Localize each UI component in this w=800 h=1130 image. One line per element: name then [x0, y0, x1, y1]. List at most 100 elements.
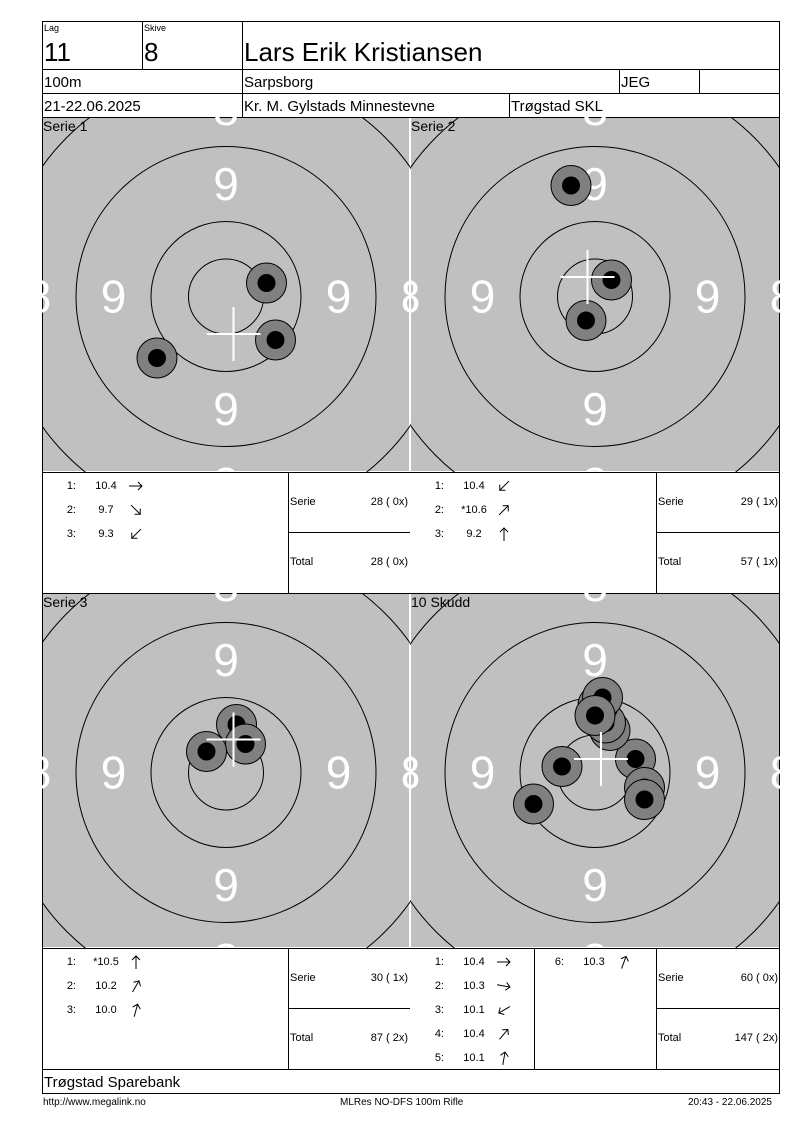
shot-row: 1: 10.4 [430, 480, 520, 496]
ring-label-9: 9 [470, 271, 496, 323]
direction-arrow-icon [497, 957, 511, 967]
ring-label-8: 8 [401, 271, 410, 323]
direction-arrow-icon [499, 480, 510, 491]
shot-row: 3:9.3 [62, 528, 152, 544]
event-name: Kr. M. Gylstads Minnestevne [244, 98, 435, 115]
ring-label-8: 8 [770, 271, 780, 323]
ring-3 [150, 221, 302, 372]
group-center-cross [574, 732, 628, 786]
target-4: 99998888 [410, 593, 780, 948]
target-3: 99998888 [42, 593, 410, 948]
shot-row: 6: 10.3 [550, 955, 640, 972]
footer-url: http://www.megalink.no [43, 1097, 146, 1108]
shot-core [635, 790, 654, 809]
direction-arrow-icon [130, 504, 141, 515]
serie-score: 30 ( 1x) [370, 972, 408, 984]
ring-label-8: 8 [42, 271, 51, 323]
shot-row: 1:*10.5 [62, 955, 152, 972]
shot-number: 1: [66, 480, 76, 492]
shot-row: 3: 10.0 [62, 1003, 152, 1020]
class-code: JEG [621, 74, 651, 91]
shooter-name: Lars Erik Kristiansen [244, 37, 483, 67]
serie-label: Serie [658, 496, 684, 508]
target-1: 99998888 [42, 117, 410, 472]
group-center-cross [206, 307, 261, 361]
direction-arrow-icon [132, 1003, 141, 1017]
total-score: 87 ( 2x) [370, 1032, 408, 1044]
shot-row: 1: 10.4 [62, 480, 152, 496]
serie-label: Serie [290, 972, 316, 984]
ring-label-8: 8 [401, 747, 410, 799]
direction-arrow-icon [132, 980, 141, 993]
shot-number: 3: [434, 528, 444, 540]
ring-label-8: 8 [582, 458, 608, 472]
distance: 100m [44, 74, 82, 91]
ring-2 [444, 146, 746, 447]
ring-label-9: 9 [213, 859, 239, 911]
lag-label: Lag [44, 23, 60, 33]
shot-number: 6: [554, 956, 564, 968]
footer-timestamp: 20:43 - 22.06.2025 [688, 1097, 772, 1108]
shot-core [553, 757, 571, 776]
direction-arrow-icon [129, 481, 143, 491]
shot-value: 10.3 [583, 956, 605, 968]
shot-number: 4: [434, 1028, 444, 1040]
ring-label-9: 9 [213, 634, 239, 686]
shot-row: 3: 10.1 [430, 1004, 520, 1020]
ring-3 [519, 221, 671, 372]
shot-core [236, 735, 255, 753]
shot-core [524, 795, 543, 813]
ring-label-9: 9 [326, 271, 352, 323]
shot-core [577, 311, 595, 330]
shot-number: 3: [66, 1004, 76, 1016]
direction-arrow-icon [497, 982, 511, 991]
shot-value: 10.0 [95, 1004, 117, 1016]
ring-label-9: 9 [326, 747, 352, 799]
total-label: Total [290, 1032, 314, 1044]
target-2: 99998888 [410, 117, 780, 472]
serie-score: 28 ( 0x) [370, 496, 408, 508]
ring-label-9: 9 [101, 271, 127, 323]
shot-number: 3: [434, 1004, 444, 1016]
shot-row: 2: 10.3 [430, 980, 520, 996]
shot-value: 10.4 [463, 956, 485, 968]
shot-number: 2: [66, 504, 76, 516]
ring-2 [75, 146, 377, 447]
shot-number: 2: [434, 980, 444, 992]
ring-label-9: 9 [213, 383, 239, 435]
ring-label-9: 9 [695, 271, 721, 323]
shot-value: 10.2 [95, 980, 117, 992]
shot-value: 10.4 [95, 480, 117, 492]
serie-score: 29 ( 1x) [740, 496, 778, 508]
shot-number: 1: [434, 956, 444, 968]
shot-row: 2:9.7 [62, 504, 152, 520]
ring-label-8: 8 [582, 593, 608, 611]
direction-arrow-icon [500, 1051, 509, 1065]
shot-core [602, 271, 621, 289]
serie-score: 60 ( 0x) [740, 972, 778, 984]
shot-value: 10.1 [463, 1004, 485, 1016]
ring-label-8: 8 [410, 271, 420, 323]
shot-core [586, 706, 604, 725]
direction-arrow-icon [498, 1006, 511, 1015]
ring-label-9: 9 [582, 383, 608, 435]
ring-label-8: 8 [582, 117, 608, 135]
ring-2 [75, 622, 377, 923]
ring-label-9: 9 [101, 747, 127, 799]
group-center-cross [206, 712, 261, 767]
direction-arrow-icon [499, 527, 509, 541]
shot-row: 3: 9.2 [430, 527, 520, 544]
place: Sarpsborg [244, 74, 314, 91]
shot-core [266, 331, 285, 349]
skive-label: Skive [144, 23, 167, 33]
panel-title: Serie 2 [411, 118, 456, 134]
shot-core [197, 742, 216, 761]
shot-number: 1: [434, 480, 444, 492]
ring-2 [444, 622, 746, 923]
shot-value: 9.2 [466, 528, 482, 540]
direction-arrow-icon [131, 528, 142, 539]
shot-value: 10.3 [463, 980, 485, 992]
group-center-cross [560, 250, 615, 304]
date: 21-22.06.2025 [44, 98, 141, 115]
shot-value: 10.4 [463, 480, 485, 492]
